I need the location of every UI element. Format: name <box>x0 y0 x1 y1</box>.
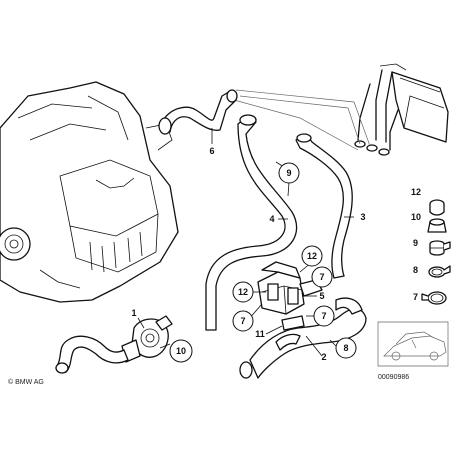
copyright-label: © BMW AG <box>8 378 44 386</box>
legend-panel <box>421 199 451 305</box>
callout-2: 2 <box>321 352 326 362</box>
callout-7c: 7 <box>321 311 326 321</box>
legend-label-9: 9 <box>413 238 418 248</box>
callout-7c-circle <box>313 305 335 327</box>
hose-2 <box>239 297 367 379</box>
callout-9-circle <box>278 162 300 184</box>
hose-4 <box>205 114 298 331</box>
callout-11: 11 <box>255 329 265 339</box>
hose-3 <box>295 133 353 279</box>
callout-8-circle <box>335 337 357 359</box>
callout-7a: 7 <box>319 272 324 282</box>
callout-9: 9 <box>286 168 291 178</box>
callout-12a: 12 <box>307 251 317 261</box>
legend-label-12: 12 <box>411 187 421 197</box>
callout-12b: 12 <box>238 287 248 297</box>
callout-3: 3 <box>360 212 365 222</box>
water-valve <box>257 261 323 331</box>
callout-6: 6 <box>209 146 214 156</box>
car-location-thumbnail <box>377 321 449 367</box>
legend-grommet-12 <box>429 199 445 216</box>
hose-pump-inlet <box>55 335 129 374</box>
engine-block <box>0 81 179 303</box>
callout-4: 4 <box>269 214 274 224</box>
callout-12a-circle <box>301 245 323 267</box>
callout-5: 5 <box>319 291 324 301</box>
callout-7b: 7 <box>240 316 245 326</box>
callout-10: 10 <box>176 346 186 356</box>
callout-8: 8 <box>343 343 348 353</box>
callout-7a-circle <box>311 266 333 288</box>
legend-label-8: 8 <box>413 265 418 275</box>
heater-core <box>354 63 449 156</box>
legend-label-7: 7 <box>413 292 418 302</box>
document-number: 00090986 <box>378 374 409 381</box>
legend-cap-10 <box>427 218 447 233</box>
callout-7b-circle <box>232 310 254 332</box>
legend-label-10: 10 <box>411 212 421 222</box>
callout-12b-circle <box>232 281 254 303</box>
callout-1: 1 <box>131 308 136 318</box>
legend-clamp-9 <box>429 240 451 256</box>
legend-clamp-7 <box>421 291 447 305</box>
hose-6 <box>158 89 238 135</box>
legend-clamp-8 <box>428 265 451 278</box>
callout-10-circle <box>169 339 193 363</box>
water-pump <box>121 315 173 363</box>
